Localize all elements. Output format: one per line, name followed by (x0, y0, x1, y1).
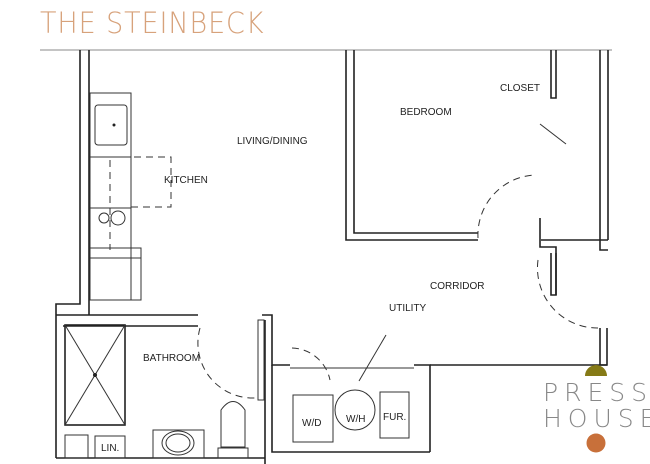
room-label-living: LIVING/DINING (237, 136, 308, 147)
room-label-utility: UTILITY (389, 303, 427, 314)
stove-icon (98, 210, 126, 226)
kitchen-counter (89, 92, 172, 301)
toilet-icon (217, 401, 249, 459)
shower (64, 324, 126, 426)
door-swings (197, 174, 599, 401)
label-linen: LIN. (101, 443, 119, 454)
label-water-heater: W/H (346, 414, 365, 425)
linen-cabinet (94, 435, 126, 459)
logo-bottom-mark (586, 433, 606, 453)
water-heater (334, 389, 376, 431)
room-label-kitchen: KITCHEN (164, 175, 208, 186)
label-washer-dryer: W/D (302, 418, 321, 429)
logo-line2: HOUSE (543, 404, 650, 433)
furnace (379, 391, 410, 439)
arrow-icon (358, 123, 567, 382)
linen-cabinet-left (64, 434, 89, 459)
room-label-bathroom: BATHROOM (143, 353, 200, 364)
logo-top-mark (585, 365, 607, 376)
room-label-corridor: CORRIDOR (430, 281, 484, 292)
bathroom-sink-icon (152, 429, 205, 459)
sink-icon (94, 104, 128, 146)
room-label-bedroom: BEDROOM (400, 107, 452, 118)
room-label-closet: CLOSET (500, 83, 540, 94)
logo-line1: PRESS (543, 378, 650, 407)
walls (55, 50, 609, 464)
washer-dryer (292, 394, 334, 443)
plan-title: THE STEINBECK (40, 6, 265, 40)
label-furnace: FUR. (383, 412, 406, 423)
